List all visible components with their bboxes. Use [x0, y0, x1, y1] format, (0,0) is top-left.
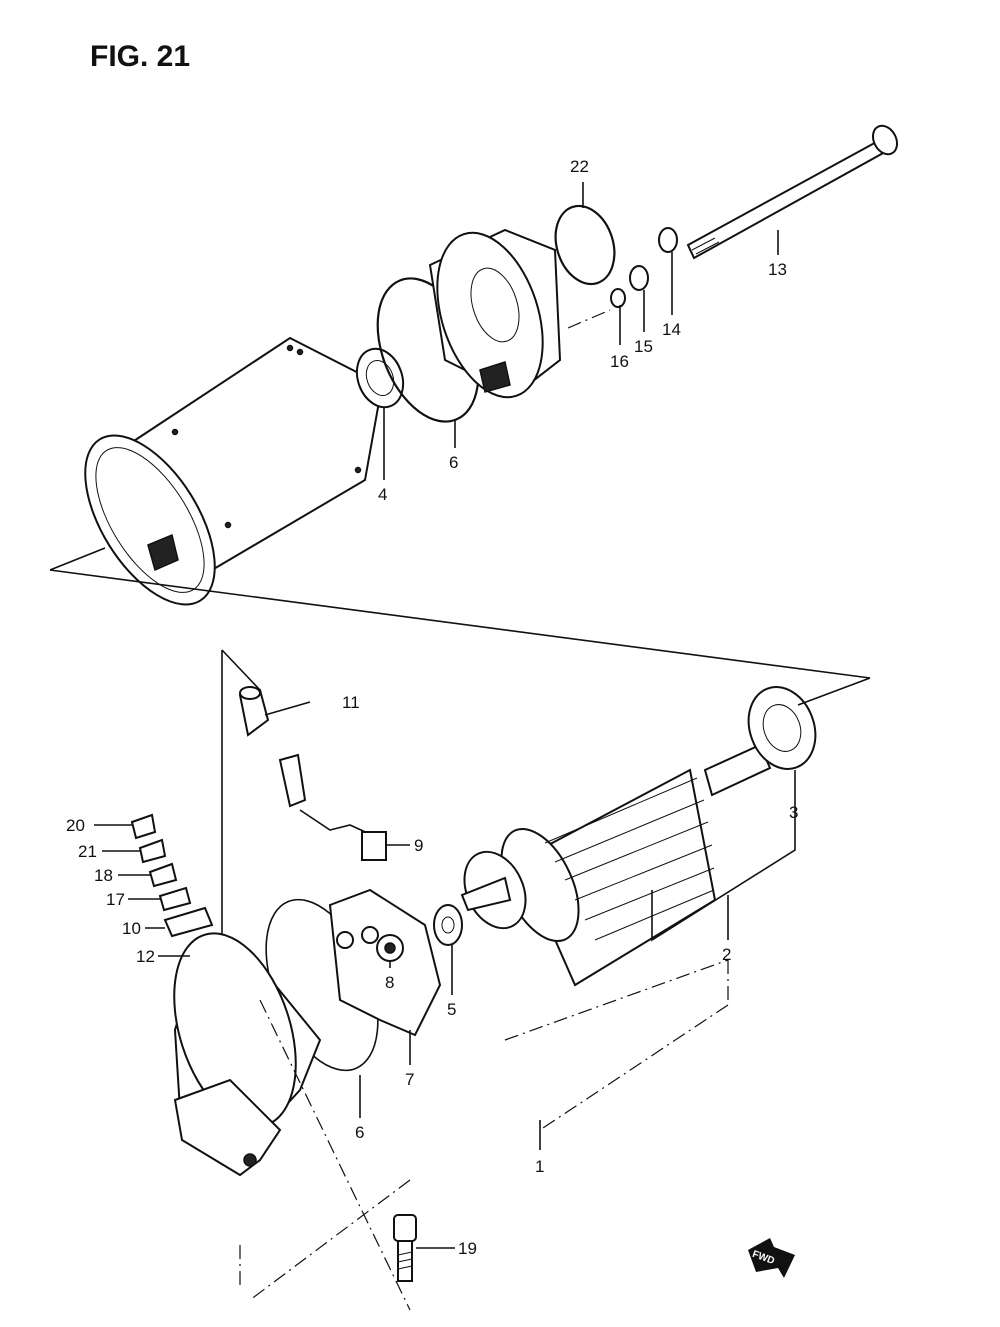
callout-12: 12: [136, 947, 155, 966]
bracket-left: [221, 649, 261, 940]
callout-13: 13: [768, 260, 787, 279]
figure-title: FIG. 21: [90, 40, 190, 73]
callout-3: 3: [789, 803, 798, 822]
end-cover-upper: [428, 228, 562, 399]
separator-main: [49, 569, 871, 679]
callout-17: 17: [106, 890, 125, 909]
callout-19: 19: [458, 1239, 477, 1258]
washer-5: [433, 904, 463, 946]
bearing-4: [355, 347, 405, 409]
separator-left: [49, 547, 106, 571]
bolt-19: [393, 1214, 455, 1282]
callout-1: 1: [535, 1157, 544, 1176]
front-cover: [173, 932, 322, 1177]
brush-holder-7: [328, 888, 442, 1037]
washer-15: [629, 265, 649, 291]
callout-7: 7: [405, 1070, 414, 1089]
washer-16: [610, 288, 626, 308]
callout-4: 4: [378, 485, 387, 504]
assembly-line-1: [504, 959, 729, 1041]
callout-11: 11: [342, 693, 360, 712]
callout-10: 10: [122, 919, 141, 938]
callout-14: 14: [662, 320, 681, 339]
terminal-11: [238, 686, 311, 737]
callout-21: 21: [78, 842, 97, 861]
callout-20: 20: [66, 816, 85, 835]
o-ring-22: [554, 204, 616, 286]
assembly-line-4: [259, 999, 411, 1311]
callout-22: 22: [570, 157, 589, 176]
yoke-housing: [84, 336, 384, 606]
bearing-3: [747, 686, 817, 770]
callout-15: 15: [634, 337, 653, 356]
through-bolt-13: [686, 124, 898, 260]
callout-5: 5: [447, 1000, 456, 1019]
brush-9: [278, 753, 410, 861]
callout-9: 9: [414, 836, 423, 855]
callout-6-upper: 6: [449, 453, 458, 472]
fwd-arrow: FWD: [748, 1238, 795, 1278]
callout-2: 2: [722, 945, 731, 964]
callout-8: 8: [385, 973, 394, 992]
callout-16: 16: [610, 352, 629, 371]
assembly-line-3: [539, 1004, 729, 1131]
separator-right: [797, 677, 871, 706]
callout-18: 18: [94, 866, 113, 885]
callout-6-lower: 6: [355, 1123, 364, 1142]
alignment-line-upper: [567, 309, 611, 329]
washer-14: [658, 227, 678, 253]
bracket-2: [651, 800, 796, 942]
assembly-line-5: [249, 1179, 411, 1301]
armature-2: [460, 743, 772, 987]
